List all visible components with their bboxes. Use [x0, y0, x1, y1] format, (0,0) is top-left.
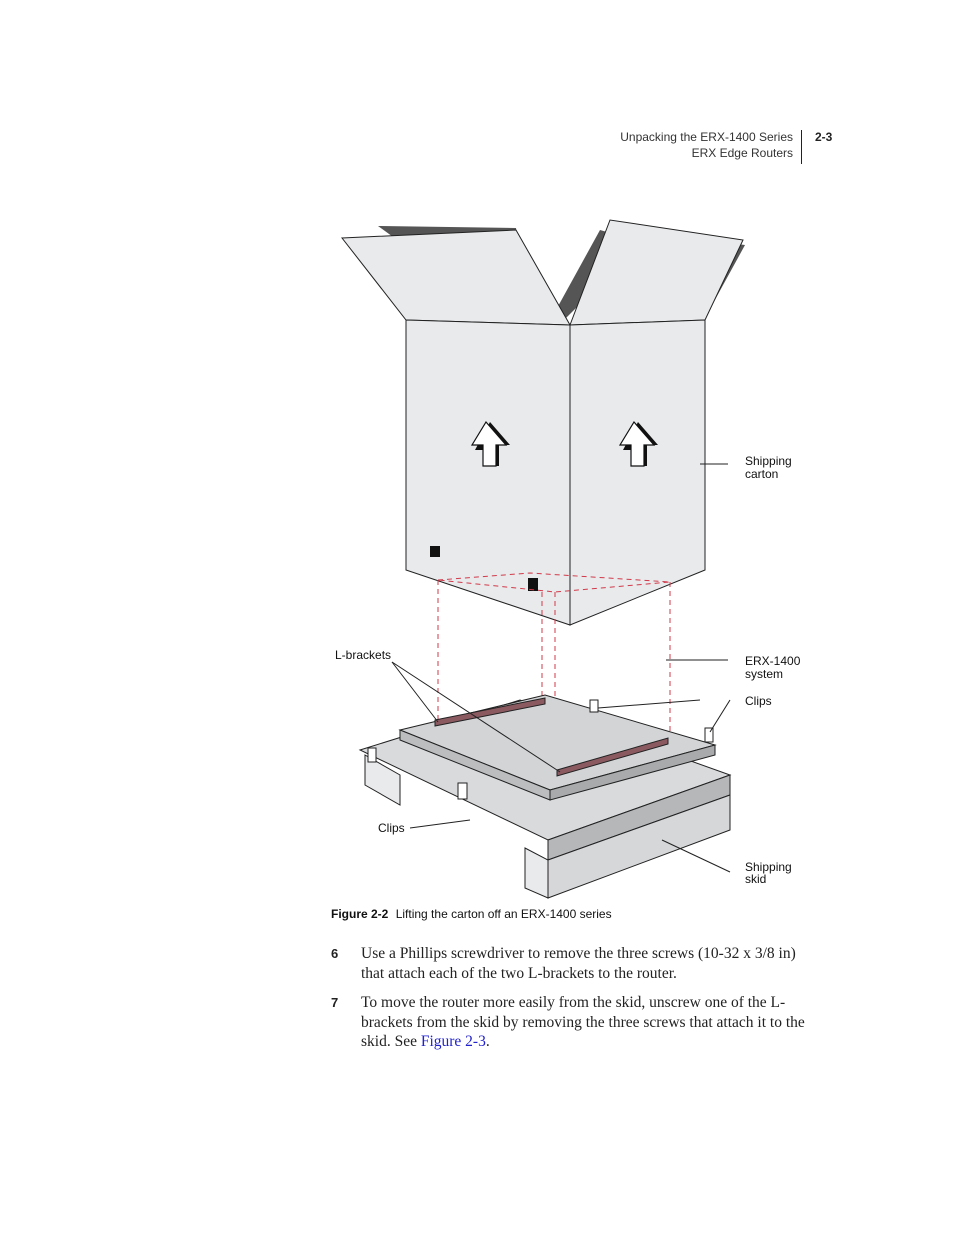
- carton-handhold-right: [528, 578, 538, 591]
- label-shipping-carton-2: carton: [745, 467, 778, 481]
- running-header: Unpacking the ERX-1400 Series ERX Edge R…: [620, 130, 802, 164]
- header-text: Unpacking the ERX-1400 Series ERX Edge R…: [620, 130, 802, 164]
- router-side: [549, 744, 716, 801]
- skid-block-front: [524, 847, 549, 899]
- clip-icons: [367, 699, 714, 800]
- header-section: Unpacking the ERX-1400 Series: [620, 130, 793, 144]
- step-number: 6: [331, 946, 339, 961]
- label-clips-left: Clips: [378, 821, 405, 835]
- header-book: ERX Edge Routers: [691, 145, 793, 160]
- figure-caption: Figure 2-2 Lifting the carton off an ERX…: [331, 907, 612, 921]
- step-7: 7 To move the router more easily from th…: [331, 993, 821, 1052]
- step-6: 6 Use a Phillips screwdriver to remove t…: [331, 944, 821, 983]
- step-text-after: .: [485, 1033, 490, 1050]
- skid-block-side: [547, 794, 731, 899]
- skid-block-left: [364, 754, 401, 806]
- this-side-up-arrow-right: [618, 420, 658, 467]
- label-shipping-carton-1: Shipping: [745, 454, 792, 468]
- l-bracket-front: [556, 737, 669, 777]
- label-shipping-skid-2: skid: [745, 872, 766, 886]
- label-erx1400-system-1: ERX-1400: [745, 654, 801, 668]
- this-side-up-arrow-left: [470, 420, 510, 467]
- step-number: 7: [331, 995, 339, 1010]
- carton-flap-right: [569, 219, 744, 326]
- figure-illustration: Shipping carton ERX-1400 system Clips L-…: [335, 219, 801, 899]
- figure-number: Figure 2-2: [331, 907, 389, 921]
- carton-handhold-left: [430, 546, 440, 557]
- label-erx1400-system-2: system: [745, 667, 783, 681]
- label-shipping-skid-1: Shipping: [745, 860, 792, 874]
- l-bracket-top: [434, 697, 546, 727]
- carton-flap-left: [341, 229, 571, 326]
- leader-lines: [391, 463, 731, 873]
- step-text: Use a Phillips screwdriver to remove the…: [361, 945, 796, 982]
- procedure-steps: 6 Use a Phillips screwdriver to remove t…: [331, 944, 821, 1062]
- label-clips-right: Clips: [745, 694, 772, 708]
- figure-2-3-link[interactable]: Figure 2-3: [420, 1033, 486, 1050]
- page-number: 2-3: [815, 130, 833, 144]
- figure-title: Lifting the carton off an ERX-1400 serie…: [395, 907, 612, 921]
- step-text-before: To move the router more easily from the …: [361, 994, 805, 1050]
- step-text: To move the router more easily from the …: [361, 993, 821, 1052]
- carton-front-right: [569, 319, 706, 626]
- carton-front-left: [405, 319, 571, 626]
- label-l-brackets: L-brackets: [335, 648, 391, 662]
